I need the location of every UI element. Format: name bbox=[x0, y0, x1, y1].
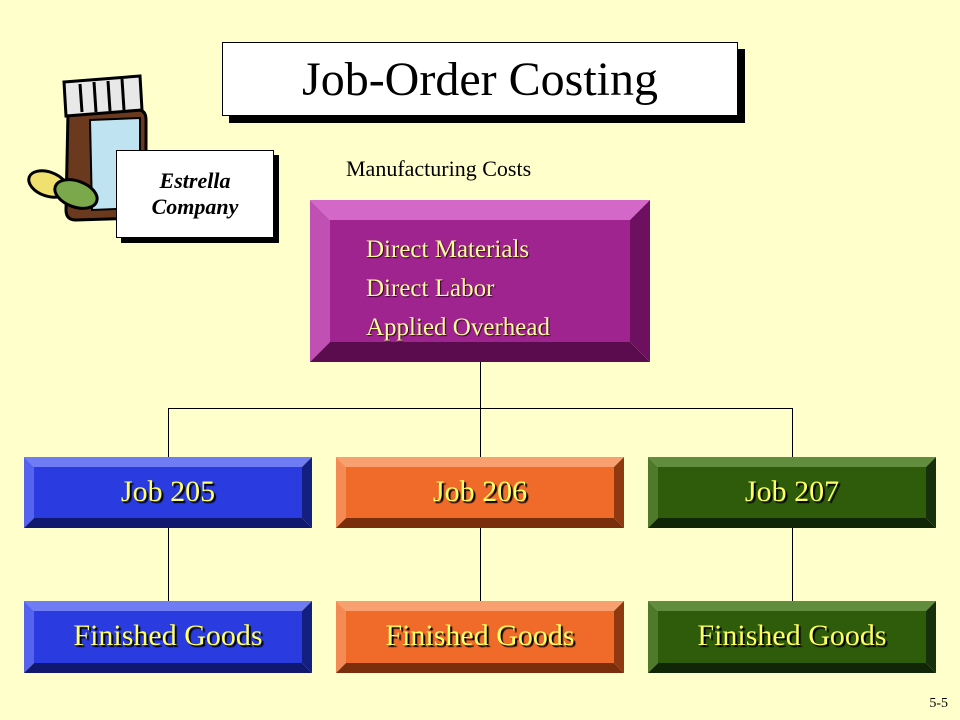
connector-horizontal bbox=[168, 408, 793, 409]
connector-fg-205 bbox=[168, 528, 169, 602]
cost-item-applied-overhead: Applied Overhead bbox=[366, 314, 550, 341]
job-box-206: Job 206 bbox=[336, 457, 624, 528]
finished-goods-label-205: Finished Goods bbox=[73, 619, 263, 652]
manufacturing-costs-box: Direct Materials Direct Labor Applied Ov… bbox=[310, 200, 650, 362]
job-label-205: Job 205 bbox=[120, 475, 216, 508]
connector-fg-207 bbox=[792, 528, 793, 602]
finished-goods-label-206: Finished Goods bbox=[385, 619, 575, 652]
manufacturing-costs-label: Manufacturing Costs bbox=[346, 156, 532, 181]
connector-fg-206 bbox=[480, 528, 481, 602]
company-line-1: Estrella bbox=[159, 167, 231, 193]
page-title: Job-Order Costing bbox=[222, 42, 738, 116]
job-label-206: Job 206 bbox=[432, 475, 528, 508]
finished-goods-box-206: Finished Goods bbox=[336, 601, 624, 673]
job-box-207: Job 207 bbox=[648, 457, 936, 528]
finished-goods-label-207: Finished Goods bbox=[697, 619, 887, 652]
connector-main-vertical bbox=[480, 362, 481, 458]
finished-goods-box-205: Finished Goods bbox=[24, 601, 312, 673]
connector-job-207 bbox=[792, 408, 793, 458]
slide-number: 5-5 bbox=[929, 696, 948, 711]
company-line-2: Company bbox=[151, 194, 239, 219]
connector-job-205 bbox=[168, 408, 169, 458]
pill-bottle-icon bbox=[27, 74, 148, 222]
cost-item-direct-materials: Direct Materials bbox=[366, 236, 530, 263]
company-label: Estrella Company bbox=[116, 150, 274, 238]
job-box-205: Job 205 bbox=[24, 457, 312, 528]
job-label-207: Job 207 bbox=[744, 475, 840, 508]
finished-goods-box-207: Finished Goods bbox=[648, 601, 936, 673]
cost-item-direct-labor: Direct Labor bbox=[366, 275, 495, 302]
